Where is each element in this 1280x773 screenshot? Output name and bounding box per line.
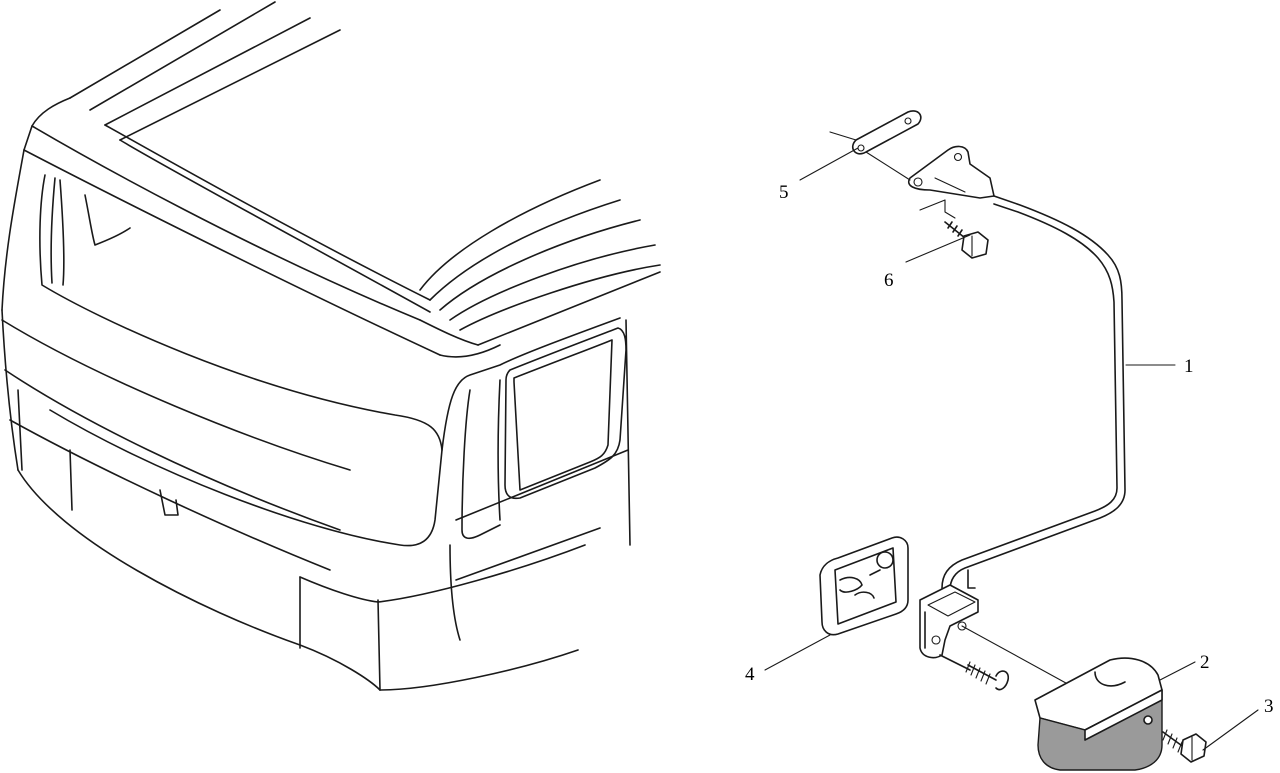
- callout-1: 1: [1184, 356, 1194, 377]
- assembly-line: [961, 625, 1076, 689]
- callout-2: 2: [1200, 652, 1210, 673]
- assembly-line: [865, 151, 911, 181]
- upper-bracket-part: [908, 145, 995, 199]
- bolt-part: [1162, 729, 1207, 763]
- leader-line-5: [799, 147, 859, 181]
- screw-spring-part: [939, 654, 1010, 691]
- callout-leaders: [764, 147, 1259, 751]
- leader-line-2: [1159, 661, 1196, 681]
- callout-5: 5: [779, 182, 789, 203]
- support-rod-part: [941, 195, 1126, 591]
- truck-cab: [1, 1, 661, 691]
- callout-labels: 5 6 1 2 3 4: [745, 182, 1274, 717]
- pad-part: [819, 536, 909, 636]
- assembly-line: [919, 199, 956, 219]
- leader-line-4: [764, 634, 831, 671]
- assembly-line: [829, 131, 857, 141]
- bolt-part: [944, 221, 989, 259]
- leader-line-6: [905, 234, 971, 263]
- lower-bracket-part: [919, 584, 979, 659]
- callout-3: 3: [1264, 696, 1274, 717]
- leader-line-3: [1202, 709, 1259, 751]
- stopper-block-part: [1034, 657, 1163, 771]
- callout-4: 4: [745, 664, 755, 685]
- callout-6: 6: [884, 270, 894, 291]
- link-plate-part: [851, 110, 922, 155]
